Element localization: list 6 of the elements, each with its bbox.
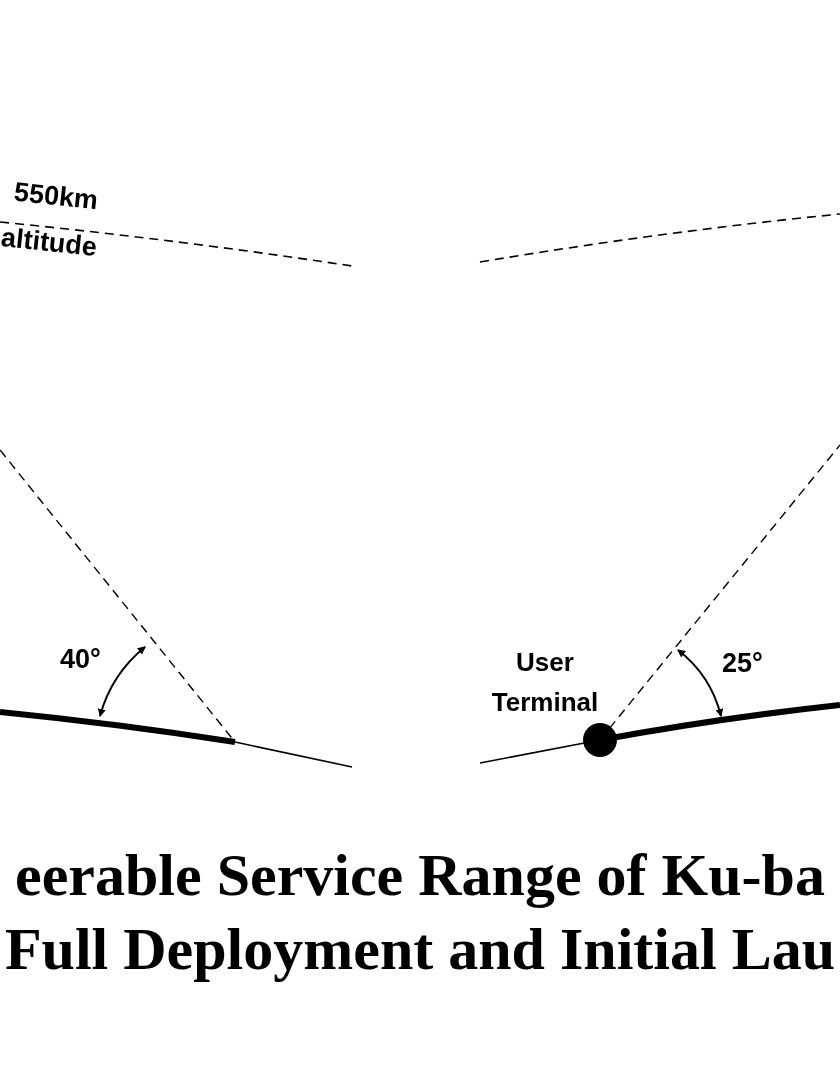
diagram-label: 550km: [12, 178, 100, 215]
terminal-label: User Terminal: [470, 642, 620, 722]
diagram-label: 25°: [722, 650, 763, 677]
diagram-label: 40°: [60, 646, 101, 673]
figure-caption: eerable Service Range of Ku-ba Full Deployment and Initial Lau: [3, 841, 837, 984]
diagram-label: altitude: [0, 224, 99, 261]
